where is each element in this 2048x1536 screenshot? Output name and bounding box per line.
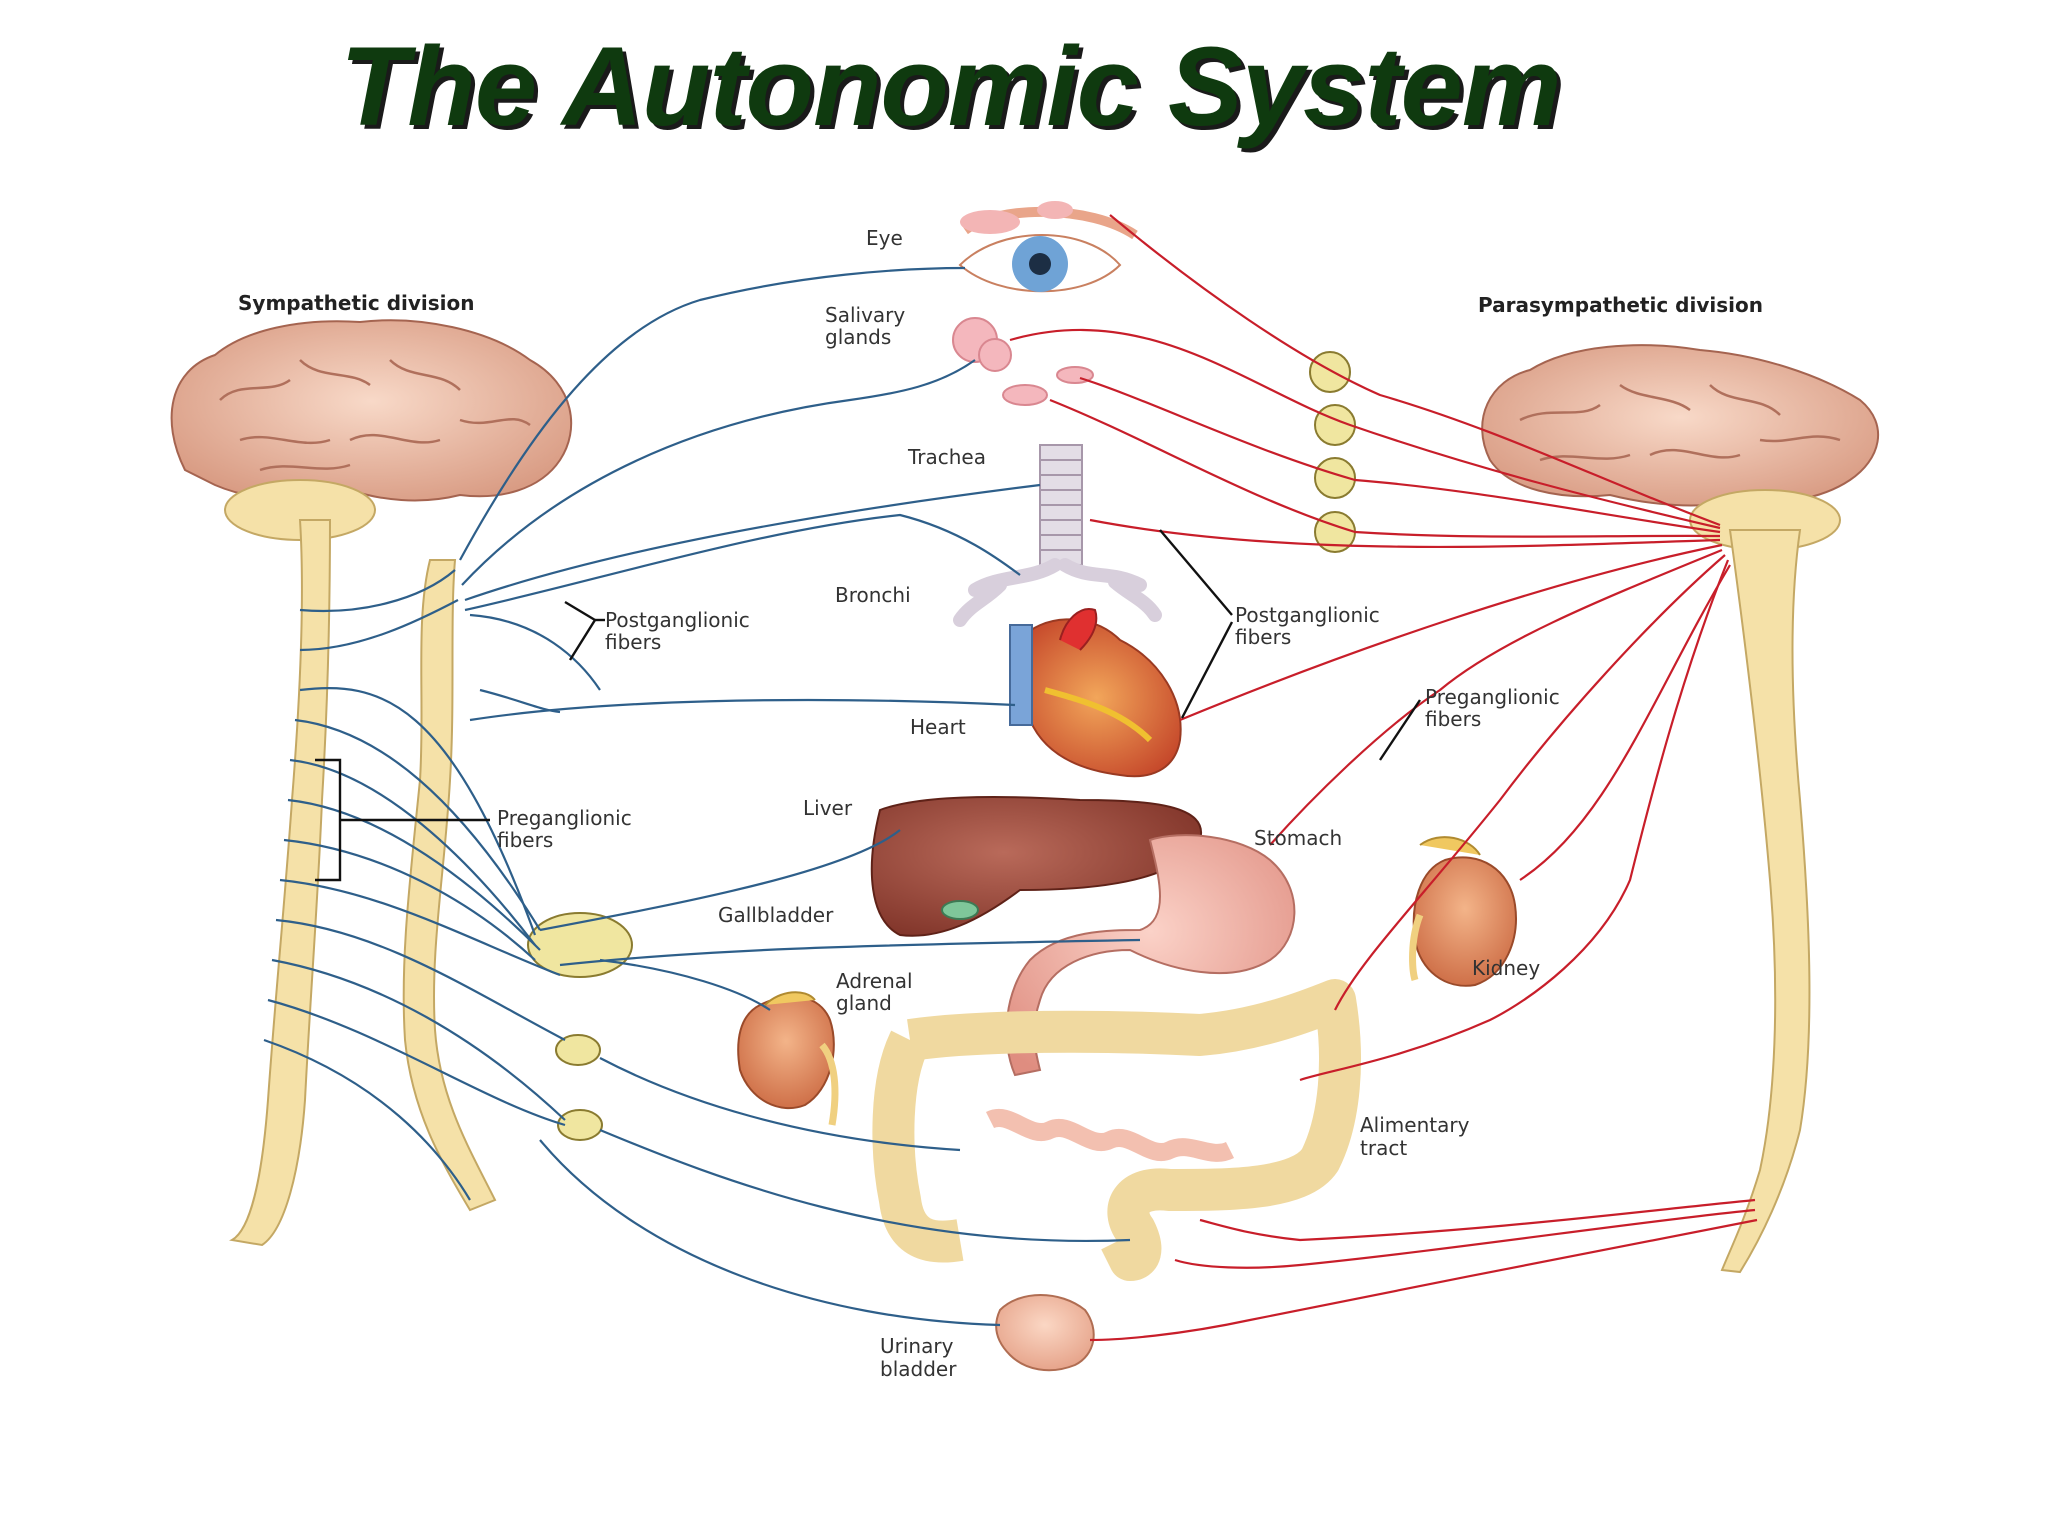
heart-label: Heart bbox=[910, 715, 966, 739]
eye-label: Eye bbox=[866, 226, 903, 250]
liver-organ bbox=[870, 796, 1203, 937]
superior-mesenteric-ganglion bbox=[555, 1034, 601, 1066]
parasympathetic-ganglia bbox=[1309, 351, 1356, 553]
page-title: The Autonomic System bbox=[340, 24, 1561, 149]
sympathetic-nerves bbox=[263, 266, 1141, 1327]
sympathetic-brain bbox=[170, 319, 573, 541]
symp-postganglionic-label-1: Postganglionic bbox=[605, 608, 750, 632]
inferior-mesenteric-ganglion bbox=[557, 1109, 603, 1141]
parasympathetic-spinal-cord bbox=[1720, 529, 1811, 1274]
heart-organ bbox=[1009, 608, 1182, 778]
parasympathetic-nerves bbox=[1009, 214, 1758, 1342]
kidney-label: Kidney bbox=[1472, 956, 1540, 980]
symp-preganglionic-label-1: Preganglionic bbox=[497, 806, 632, 830]
symp-preganglionic-label-2: fibers bbox=[497, 828, 553, 852]
salivary-label-1: Salivary bbox=[825, 303, 905, 327]
parasympathetic-division-label: Parasympathetic division bbox=[1478, 293, 1763, 317]
adrenal-label-1: Adrenal bbox=[836, 969, 913, 993]
trachea-label: Trachea bbox=[907, 445, 986, 469]
salivary-glands-organ bbox=[952, 317, 1094, 406]
sympathetic-division-label: Sympathetic division bbox=[238, 291, 475, 315]
salivary-label-2: glands bbox=[825, 325, 891, 349]
para-postganglionic-label-1: Postganglionic bbox=[1235, 603, 1380, 627]
stomach-organ bbox=[1005, 834, 1296, 1077]
para-preganglionic-label-1: Preganglionic bbox=[1425, 685, 1560, 709]
alimentary-label-2: tract bbox=[1360, 1136, 1407, 1160]
bladder-label-1: Urinary bbox=[880, 1334, 954, 1358]
stomach-label: Stomach bbox=[1254, 826, 1342, 850]
trachea-organ bbox=[1039, 444, 1083, 566]
gallbladder-label: Gallbladder bbox=[718, 903, 834, 927]
alimentary-label-1: Alimentary bbox=[1360, 1113, 1470, 1137]
bladder-label-2: bladder bbox=[880, 1357, 957, 1381]
bronchi-organ bbox=[953, 558, 1162, 627]
symp-postganglionic-label-2: fibers bbox=[605, 630, 661, 654]
urinary-bladder-organ bbox=[995, 1294, 1095, 1372]
sympathetic-chain bbox=[402, 559, 497, 1212]
adrenal-kidney-left bbox=[737, 991, 839, 1126]
bronchi-label: Bronchi bbox=[835, 583, 911, 607]
sympathetic-spinal-cord bbox=[229, 519, 332, 1247]
liver-label: Liver bbox=[803, 796, 853, 820]
alimentary-tract-organ bbox=[872, 979, 1361, 1281]
adrenal-label-2: gland bbox=[836, 991, 892, 1015]
kidney-right bbox=[1409, 836, 1517, 987]
leader-lines bbox=[315, 529, 1421, 882]
para-preganglionic-label-2: fibers bbox=[1425, 707, 1481, 731]
eye-organ bbox=[958, 201, 1138, 293]
para-postganglionic-label-2: fibers bbox=[1235, 625, 1291, 649]
